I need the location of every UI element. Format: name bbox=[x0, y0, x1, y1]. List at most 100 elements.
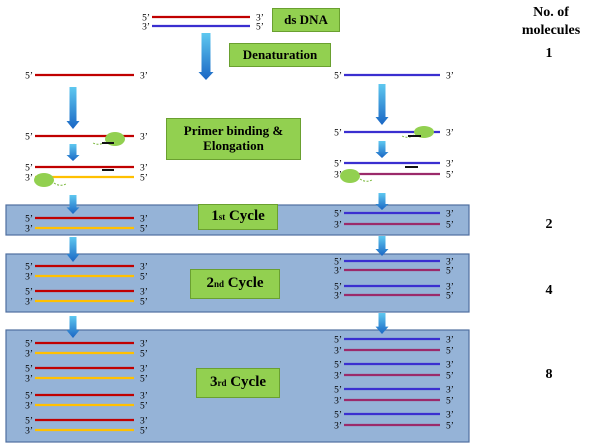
primer-enzyme-blob bbox=[34, 173, 54, 187]
strand-end-label: 3’ bbox=[446, 336, 454, 346]
strand-end-label: 5’ bbox=[334, 72, 342, 82]
strand-end-label: 3’ bbox=[25, 174, 33, 184]
primer-tail bbox=[359, 178, 373, 182]
molecule-count-initial: 1 bbox=[545, 46, 553, 61]
strand-end-label: 3’ bbox=[334, 397, 342, 407]
strand-end-label: 5’ bbox=[334, 283, 342, 293]
strand-end-label: 5’ bbox=[140, 174, 148, 184]
strand-end-label: 5’ bbox=[25, 72, 33, 82]
strand-end-label: 5’ bbox=[334, 411, 342, 421]
down-arrow bbox=[375, 141, 389, 158]
strand-end-label: 3’ bbox=[334, 347, 342, 357]
strand-end-label: 3’ bbox=[334, 171, 342, 181]
strand-end-label: 3’ bbox=[140, 340, 148, 350]
strand-end-label: 5’ bbox=[142, 14, 150, 24]
down-arrow bbox=[375, 84, 389, 125]
strand-end-label: 5’ bbox=[25, 417, 33, 427]
strand-end-label: 5’ bbox=[25, 133, 33, 143]
strand-end-label: 5’ bbox=[446, 171, 454, 181]
strand-end-label: 5’ bbox=[25, 263, 33, 273]
strand-end-label: 3’ bbox=[446, 386, 454, 396]
strand-end-label: 3’ bbox=[446, 129, 454, 139]
cycle-2-word: Cycle bbox=[223, 275, 264, 292]
strand-end-label: 3’ bbox=[140, 164, 148, 174]
strand-end-label: 5’ bbox=[334, 160, 342, 170]
strand-end-label: 5’ bbox=[140, 375, 148, 385]
strand-end-label: 3’ bbox=[446, 283, 454, 293]
strand-end-label: 5’ bbox=[25, 392, 33, 402]
strand-end-label: 3’ bbox=[334, 292, 342, 302]
strand-end-label: 3’ bbox=[140, 263, 148, 273]
strand-end-label: 3’ bbox=[25, 350, 33, 360]
ds-dna-label: ds DNA bbox=[272, 8, 340, 32]
cycle-2-number: 2 bbox=[206, 275, 214, 292]
strand-end-label: 3’ bbox=[25, 402, 33, 412]
strand-end-label: 3’ bbox=[25, 225, 33, 235]
cycle-3-suffix: rd bbox=[217, 377, 227, 388]
molecule-count-cycle-1: 2 bbox=[545, 217, 553, 232]
denaturation-text: Denaturation bbox=[242, 46, 318, 62]
strand-end-label: 5’ bbox=[446, 292, 454, 302]
strand-end-label: 5’ bbox=[446, 397, 454, 407]
down-arrow bbox=[375, 313, 389, 334]
strand-end-label: 3’ bbox=[140, 215, 148, 225]
strand-end-label: 5’ bbox=[446, 372, 454, 382]
down-arrow bbox=[375, 193, 389, 210]
strand-end-label: 5’ bbox=[334, 210, 342, 220]
strand-end-label: 5’ bbox=[25, 365, 33, 375]
strand-end-label: 5’ bbox=[446, 347, 454, 357]
strand-end-label: 3’ bbox=[446, 210, 454, 220]
strand-end-label: 5’ bbox=[140, 225, 148, 235]
strand-end-label: 3’ bbox=[140, 288, 148, 298]
cycle-1-word: Cycle bbox=[225, 208, 265, 225]
strand-end-label: 3’ bbox=[140, 365, 148, 375]
molecule-count-cycle-2: 4 bbox=[545, 283, 553, 298]
strand-end-label: 3’ bbox=[446, 160, 454, 170]
strand-end-label: 3’ bbox=[140, 72, 148, 82]
strand-end-label: 3’ bbox=[140, 417, 148, 427]
strand-end-label: 5’ bbox=[140, 350, 148, 360]
strand-end-label: 5’ bbox=[446, 422, 454, 432]
strand-end-label: 5’ bbox=[334, 129, 342, 139]
strand-end-label: 5’ bbox=[140, 273, 148, 283]
down-arrow bbox=[66, 144, 80, 161]
strand-end-label: 5’ bbox=[334, 386, 342, 396]
strand-end-label: 5’ bbox=[334, 361, 342, 371]
down-arrow bbox=[66, 87, 80, 129]
strand-end-label: 5’ bbox=[446, 267, 454, 277]
down-arrow bbox=[66, 195, 80, 214]
cycle-2-suffix: nd bbox=[213, 278, 224, 289]
denaturation-arrow bbox=[198, 33, 214, 80]
primer-binding-text: Primer binding & bbox=[183, 123, 284, 139]
primer-enzyme-blob bbox=[340, 169, 360, 183]
strand-end-label: 5’ bbox=[334, 336, 342, 346]
down-arrow bbox=[66, 237, 80, 262]
primer-binding-elongation-label: Primer binding & Elongation bbox=[166, 118, 301, 160]
strand-end-label: 5’ bbox=[446, 221, 454, 231]
molecule-count-header-line2: molecules bbox=[521, 23, 581, 39]
strand-end-label: 3’ bbox=[25, 298, 33, 308]
strand-end-label: 5’ bbox=[256, 23, 264, 33]
strand-end-label: 3’ bbox=[142, 23, 150, 33]
strand-end-label: 3’ bbox=[140, 133, 148, 143]
strand-end-label: 5’ bbox=[334, 258, 342, 268]
cycle-1-suffix: st bbox=[218, 211, 226, 222]
elongation-text: Elongation bbox=[203, 138, 264, 153]
cycle-1-number: 1 bbox=[211, 208, 219, 225]
strand-end-label: 5’ bbox=[25, 288, 33, 298]
strand-end-label: 3’ bbox=[256, 14, 264, 24]
strand-end-label: 5’ bbox=[140, 298, 148, 308]
cycle-3-word: Cycle bbox=[226, 374, 267, 391]
strand-end-label: 3’ bbox=[25, 273, 33, 283]
down-arrow bbox=[375, 236, 389, 256]
strand-end-label: 5’ bbox=[140, 402, 148, 412]
strand-end-label: 3’ bbox=[334, 372, 342, 382]
strand-end-label: 3’ bbox=[446, 411, 454, 421]
denaturation-label: Denaturation bbox=[229, 43, 331, 67]
primer-tail bbox=[53, 182, 67, 186]
strand-end-label: 5’ bbox=[25, 340, 33, 350]
